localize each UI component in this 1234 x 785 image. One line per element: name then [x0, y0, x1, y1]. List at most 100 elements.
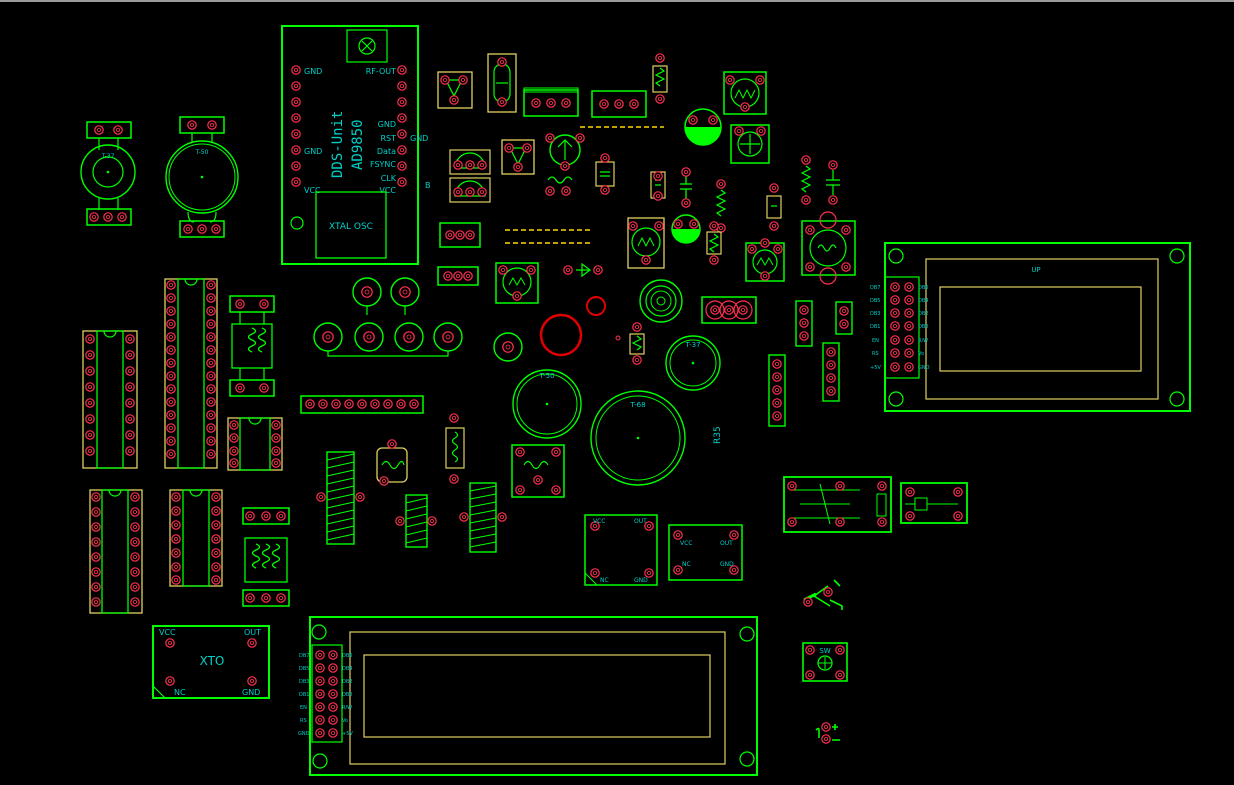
dds-pin-label: GND [378, 120, 396, 129]
dds-pin-label: CLK [381, 174, 397, 183]
mounting-hole-icon [312, 753, 328, 769]
resistor-near-t37[interactable] [615, 322, 645, 365]
dds-pin-label: RST [380, 134, 396, 143]
red-ring-hole-small [586, 296, 606, 316]
lcd-pin-label: +5V [870, 365, 881, 371]
inductor-hatched-2[interactable] [395, 494, 437, 548]
resistor-vertical-top[interactable] [652, 53, 668, 104]
toroid-t50-mid[interactable]: T-50 [512, 369, 582, 439]
ic-dip16-left[interactable] [82, 330, 138, 469]
connector-3pin-d[interactable] [437, 266, 479, 286]
crystal-filter-module[interactable] [900, 482, 968, 524]
transistor-symbol[interactable] [803, 579, 843, 610]
ic-dip14-lower[interactable] [169, 489, 223, 587]
lcd-module-small[interactable]: UP DB7 DB5 DB3 DB1 EN RS +5V DB6 DB4 DB2… [870, 242, 1191, 412]
lcd-pin-label: DB0 [918, 324, 928, 330]
xto-pin-label: OUT [244, 628, 261, 637]
connector-3pin-a[interactable] [523, 87, 579, 117]
dds-module-title: DDS-Unit [330, 111, 346, 178]
resistor-small-a[interactable] [650, 171, 666, 201]
mounting-hole-icon [739, 626, 755, 642]
lcd-pin-label: DB4 [342, 666, 352, 672]
large-round-jack[interactable] [639, 279, 683, 323]
lcd-pin-label: DB3 [299, 679, 309, 685]
pin-header-vertical-b[interactable] [835, 301, 853, 335]
toroid-t37-left[interactable]: T-37 [80, 121, 136, 226]
dds-pin-label: VCC [304, 186, 321, 195]
jack-connector[interactable] [493, 332, 523, 362]
pin-header-vertical-d[interactable] [822, 342, 840, 402]
xto-oscillator-small-b[interactable]: VCC OUT NC GND [668, 524, 743, 581]
lcd-pin-label: DB0 [342, 692, 352, 698]
pin-header-vertical-a[interactable] [795, 300, 813, 347]
dds-pin-label: FSYNC [370, 160, 396, 169]
dds-module[interactable]: GND GND VCC RF-OUT GND RST GND Data FSYN… [281, 25, 431, 265]
toroid-t68[interactable]: T-68 [590, 390, 686, 486]
electrolytic-cap-mid[interactable] [671, 214, 701, 244]
transistor-pair-a[interactable] [449, 149, 491, 175]
trimpot-right[interactable] [745, 238, 785, 282]
electrolytic-cap-top[interactable] [684, 108, 722, 146]
lcd-pin-label: Vo [342, 718, 348, 724]
xtal-osc-footprint [315, 191, 387, 259]
window-top-border [0, 0, 1234, 2]
inductor-small-s1[interactable] [545, 176, 573, 196]
inductor-hatched-1[interactable] [316, 451, 365, 545]
diode-small[interactable] [563, 262, 603, 278]
connector-3pin-c[interactable] [439, 222, 481, 248]
trimmer-icon [358, 37, 376, 55]
coil-block-upper[interactable] [229, 295, 275, 397]
connector-3pin-b[interactable] [591, 90, 647, 118]
coil-square-right[interactable] [801, 211, 856, 285]
inductor-hatched-3[interactable] [459, 482, 507, 553]
capacitor-small-2[interactable] [680, 167, 692, 208]
trimmer-cap-2[interactable] [501, 139, 535, 175]
trimpot-lower-center[interactable] [495, 262, 539, 304]
pin-header-vertical-c[interactable] [768, 354, 786, 427]
resistor-vertical-d[interactable] [800, 155, 812, 205]
resistor-vertical-mid[interactable] [445, 413, 465, 484]
xto-oscillator-small-a[interactable]: VCC OUT NC GND [584, 514, 658, 586]
coil-block-lower[interactable] [242, 507, 290, 607]
relay-module[interactable] [783, 476, 892, 533]
switch-label: SW [819, 647, 830, 655]
red-ring-hole [539, 313, 583, 357]
ic-dip28[interactable] [164, 278, 218, 469]
toroid-t37-right[interactable]: T-37 [665, 335, 721, 391]
mounting-hole-icon [888, 248, 904, 264]
xto-oscillator-large[interactable]: VCC OUT NC GND XTO [152, 625, 270, 699]
lcd-pin-label: DB1 [299, 692, 309, 698]
ic-dip8[interactable] [227, 417, 283, 471]
coil-box-small[interactable] [376, 439, 408, 486]
xto-pin-label: VCC [593, 518, 605, 525]
capacitor-small-1[interactable] [595, 153, 615, 195]
trimmer-cap-square[interactable] [730, 124, 770, 164]
lcd-module-large[interactable]: DB7 DB5 DB3 DB1 EN RS GND DB6 DB4 DB2 DB… [298, 616, 758, 776]
lcd-pin-label: DB4 [918, 298, 928, 304]
resistor-vertical-f[interactable] [706, 221, 722, 265]
xto-pin-label: GND [634, 577, 648, 584]
push-switch[interactable]: SW [802, 642, 848, 682]
capacitor-vertical-e[interactable] [826, 160, 840, 205]
lcd-pin-label: R/W [918, 338, 928, 344]
potentiometer-round[interactable] [545, 133, 585, 171]
resistor-vertical-c[interactable] [766, 183, 782, 231]
bnc-connectors[interactable] [313, 277, 463, 357]
pin-header-9[interactable] [300, 395, 424, 414]
toroid-label: T-37 [101, 153, 115, 160]
lcd-pin-label: +5V [342, 731, 353, 737]
crystal-vertical[interactable] [487, 53, 517, 113]
power-terminal[interactable] [815, 722, 840, 744]
xtal-osc-label: XTAL OSC [329, 222, 373, 232]
transistor-pair-b[interactable] [449, 177, 491, 203]
trimmer-cap-1[interactable] [437, 71, 473, 109]
transistor-row[interactable] [701, 296, 757, 324]
lcd-pin-label: DB5 [870, 298, 880, 304]
resistor-vertical-b[interactable] [715, 179, 727, 233]
toroid-t50-left[interactable]: T-50 [165, 116, 239, 238]
trimpot-upper-right[interactable] [723, 71, 767, 115]
trimpot-mid[interactable] [627, 217, 665, 269]
coil-box-mid[interactable] [511, 444, 565, 498]
ic-dip16-lower-left[interactable] [89, 489, 143, 614]
